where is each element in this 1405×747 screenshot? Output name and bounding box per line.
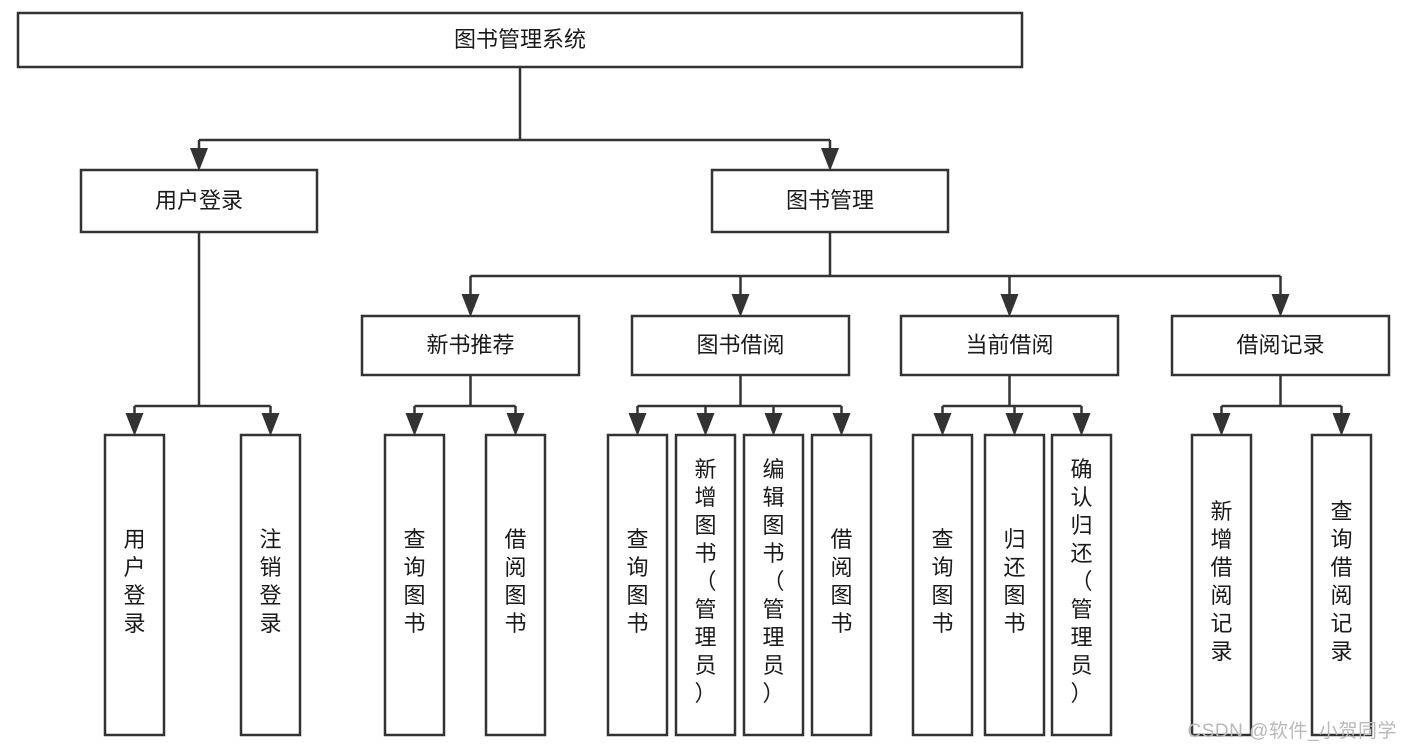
node-box <box>911 433 974 737</box>
arrow-head-icon <box>696 413 715 436</box>
node-box <box>630 314 851 377</box>
node-leaf1[interactable]: 用户登录 <box>103 433 166 737</box>
node-leaf6[interactable]: 新增图书（管理员） <box>674 433 737 737</box>
node-records[interactable]: 借阅记录 <box>1170 314 1391 377</box>
node-box <box>606 433 669 737</box>
node-leaf2[interactable]: 注销登录 <box>239 433 302 737</box>
node-label-vertical: 借阅图书 <box>504 527 526 636</box>
node-borrow[interactable]: 图书借阅 <box>630 314 851 377</box>
node-leaf9[interactable]: 查询图书 <box>911 433 974 737</box>
node-newbook[interactable]: 新书推荐 <box>360 314 581 377</box>
arrow-head-icon <box>832 413 851 436</box>
arrow-head-icon <box>731 294 750 317</box>
node-label: 图书管理 <box>786 188 874 213</box>
node-current[interactable]: 当前借阅 <box>899 314 1120 377</box>
node-box <box>1170 314 1391 377</box>
node-box <box>103 433 166 737</box>
node-label-vertical: 用户登录 <box>123 527 145 636</box>
arrow-head-icon <box>821 148 839 171</box>
arrow-head-icon <box>125 413 144 436</box>
edges-layer <box>125 67 1351 436</box>
node-label-vertical: 编辑图书（管理员） <box>762 457 784 706</box>
node-box <box>810 433 873 737</box>
node-box <box>383 433 446 737</box>
node-box <box>674 433 737 737</box>
node-box <box>983 433 1046 737</box>
arrow-head-icon <box>1212 413 1231 436</box>
node-box <box>484 433 547 737</box>
node-box <box>1190 433 1253 737</box>
node-leaf7[interactable]: 编辑图书（管理员） <box>742 433 805 737</box>
arrow-head-icon <box>1005 413 1024 436</box>
node-leaf11[interactable]: 确认归还（管理员） <box>1050 433 1113 737</box>
node-box <box>1050 433 1113 737</box>
node-label-vertical: 新增借阅记录 <box>1210 499 1232 664</box>
arrow-head-icon <box>506 413 525 436</box>
arrow-head-icon <box>1072 413 1091 436</box>
node-label-vertical: 借阅图书 <box>830 527 852 636</box>
arrow-head-icon <box>933 413 952 436</box>
arrow-head-icon <box>1271 294 1290 317</box>
node-leaf10[interactable]: 归还图书 <box>983 433 1046 737</box>
node-box <box>79 168 319 234</box>
arrow-head-icon <box>190 148 208 171</box>
node-label: 借阅记录 <box>1236 332 1324 357</box>
node-bookmgmt[interactable]: 图书管理 <box>710 168 950 234</box>
arrow-head-icon <box>461 294 480 317</box>
node-leaf12[interactable]: 新增借阅记录 <box>1190 433 1253 737</box>
node-leaf4[interactable]: 借阅图书 <box>484 433 547 737</box>
arrow-head-icon <box>405 413 424 436</box>
node-leaf8[interactable]: 借阅图书 <box>810 433 873 737</box>
node-label-vertical: 注销登录 <box>259 527 281 636</box>
node-leaf3[interactable]: 查询图书 <box>383 433 446 737</box>
arrow-head-icon <box>628 413 647 436</box>
node-label-vertical: 查询图书 <box>626 527 648 636</box>
node-box <box>16 11 1024 69</box>
node-label: 用户登录 <box>155 188 243 213</box>
node-label: 当前借阅 <box>965 332 1053 357</box>
node-label-vertical: 确认归还（管理员） <box>1070 457 1092 706</box>
node-label-vertical: 查询图书 <box>931 527 953 636</box>
node-label: 图书借阅 <box>696 332 784 357</box>
node-box <box>742 433 805 737</box>
node-leaf13[interactable]: 查询借阅记录 <box>1310 433 1373 737</box>
node-box <box>710 168 950 234</box>
node-label-vertical: 新增图书（管理员） <box>694 457 716 706</box>
node-root[interactable]: 图书管理系统 <box>16 11 1024 69</box>
node-label: 新书推荐 <box>426 332 514 357</box>
node-box <box>239 433 302 737</box>
node-box <box>360 314 581 377</box>
node-box <box>899 314 1120 377</box>
node-label: 图书管理系统 <box>454 27 586 52</box>
arrow-head-icon <box>261 413 280 436</box>
nodes-layer: 图书管理系统用户登录图书管理新书推荐图书借阅当前借阅借阅记录用户登录注销登录查询… <box>16 11 1391 737</box>
arrow-head-icon <box>764 413 783 436</box>
node-label-vertical: 查询借阅记录 <box>1330 499 1352 664</box>
node-label-vertical: 查询图书 <box>403 527 425 636</box>
node-leaf5[interactable]: 查询图书 <box>606 433 669 737</box>
arrow-head-icon <box>1332 413 1351 436</box>
node-login[interactable]: 用户登录 <box>79 168 319 234</box>
node-box <box>1310 433 1373 737</box>
node-label-vertical: 归还图书 <box>1003 527 1025 636</box>
arrow-head-icon <box>1000 294 1019 317</box>
